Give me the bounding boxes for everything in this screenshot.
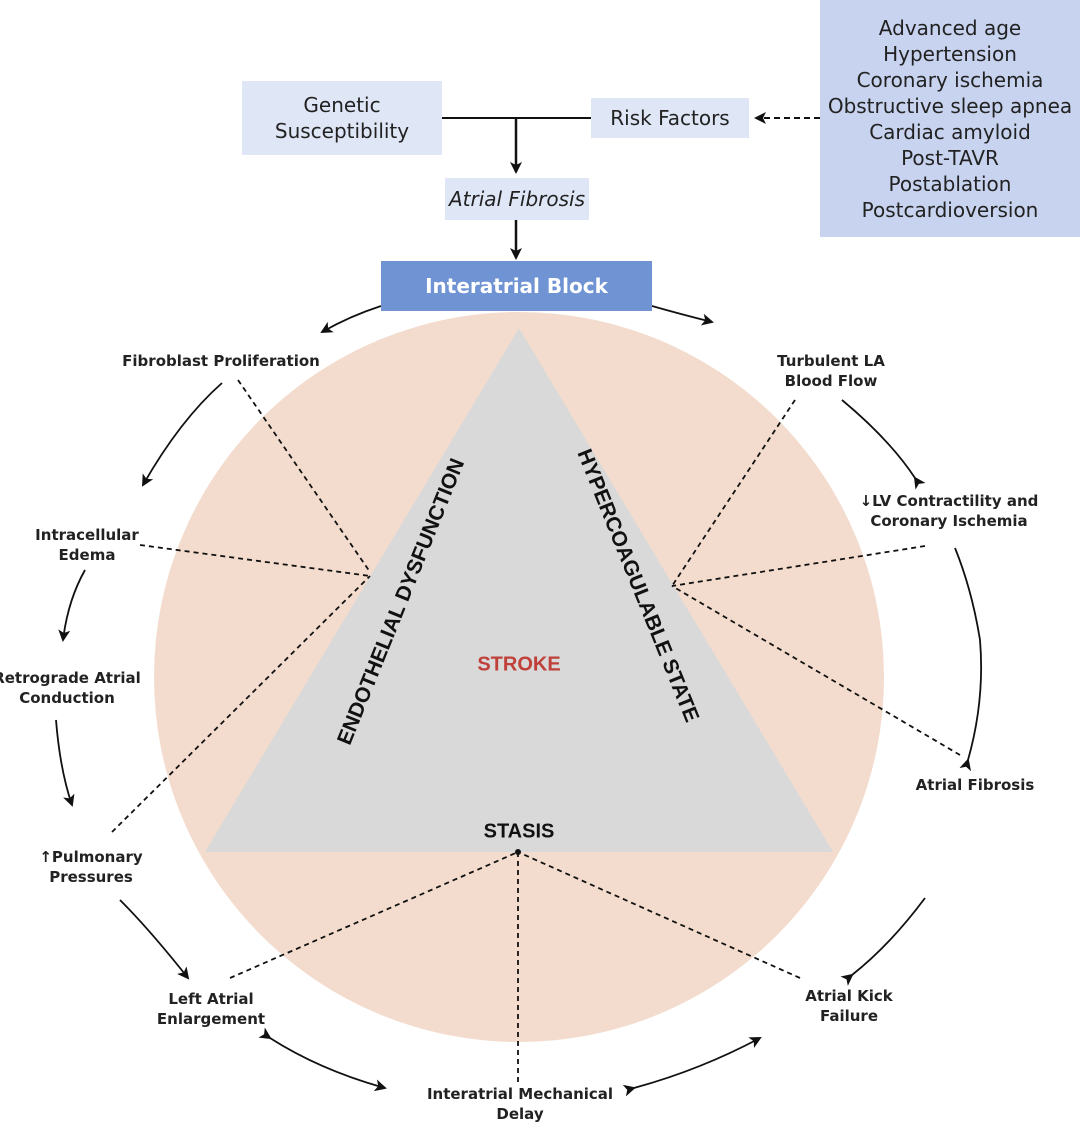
spoke-kick xyxy=(517,851,801,979)
spoke-fibrosis-right xyxy=(671,585,961,756)
label-stasis: STASIS xyxy=(484,820,555,842)
arc-fibroblast-to-edema xyxy=(142,382,223,487)
label-lv-contractility: ↓LV Contractility and Coronary Ischemia xyxy=(859,492,1039,530)
arc-lv-to-turbulent xyxy=(841,399,926,490)
risk-factor-item: Advanced age xyxy=(878,15,1022,40)
spoke-edema xyxy=(139,544,371,577)
atrial-fibrosis-label: Atrial Fibrosis xyxy=(448,187,586,211)
arc-mech-delay-to-kick xyxy=(622,1037,762,1097)
risk-factor-item: Hypertension xyxy=(883,41,1017,66)
arc-left-atrial-to-mech-delay xyxy=(258,1027,387,1092)
label-retrograde-conduction: Retrograde Atrial Conduction xyxy=(0,669,141,707)
label-fibroblast-proliferation: Fibroblast Proliferation xyxy=(122,352,320,370)
genetic-line-2: Susceptibility xyxy=(274,119,410,143)
interatrial-block-box: Interatrial Block xyxy=(381,261,652,311)
label-atrial-kick-failure: Atrial Kick Failure xyxy=(805,987,893,1025)
risk-factor-list-box: Advanced age Hypertension Coronary ische… xyxy=(820,0,1080,237)
label-pulmonary-pressures: ↑Pulmonary Pressures xyxy=(39,848,143,886)
spoke-turbulent xyxy=(671,399,796,587)
stasis-node xyxy=(515,849,521,855)
spoke-left-atrial xyxy=(229,851,519,979)
spoke-pulmonary xyxy=(111,575,371,833)
risk-factors-box: Risk Factors xyxy=(591,98,749,138)
risk-factors-label: Risk Factors xyxy=(610,106,730,130)
arc-pulmonary-to-left-atrial xyxy=(119,899,190,980)
risk-factor-item: Postablation xyxy=(888,171,1012,196)
label-atrial-fibrosis-right: Atrial Fibrosis xyxy=(915,776,1035,794)
spoke-fibroblast xyxy=(237,379,371,573)
arc-block-to-fibroblast xyxy=(320,305,382,333)
arc-block-to-turbulent xyxy=(651,305,714,326)
label-stroke: STROKE xyxy=(477,653,560,675)
arc-fibrosis-to-lv xyxy=(954,547,983,772)
label-left-atrial-enlargement: Left Atrial Enlargement xyxy=(156,990,266,1028)
risk-factor-item: Obstructive sleep apnea xyxy=(827,93,1073,118)
arc-retrograde-to-pulmonary xyxy=(55,719,75,807)
risk-factor-item: Postcardioversion xyxy=(861,197,1039,222)
label-intracellular-edema: Intracellular Edema xyxy=(35,526,139,564)
spoke-lv xyxy=(671,545,926,587)
label-interatrial-mechanical-delay: Interatrial Mechanical Delay xyxy=(426,1085,614,1123)
arc-kick-to-fibrosis xyxy=(840,897,926,986)
risk-factor-item: Coronary ischemia xyxy=(856,67,1044,92)
interatrial-block-label: Interatrial Block xyxy=(425,274,608,298)
risk-factor-item: Post-TAVR xyxy=(901,145,999,170)
label-turbulent-blood-flow: Turbulent LA Blood Flow xyxy=(777,352,885,390)
stroke-triangle xyxy=(205,328,833,852)
risk-factor-item: Cardiac amyloid xyxy=(869,119,1031,144)
atrial-fibrosis-box: Atrial Fibrosis xyxy=(445,178,589,220)
arc-edema-to-retrograde xyxy=(58,569,86,642)
genetic-susceptibility-box: Genetic Susceptibility xyxy=(242,81,442,155)
genetic-line-1: Genetic xyxy=(303,93,381,117)
